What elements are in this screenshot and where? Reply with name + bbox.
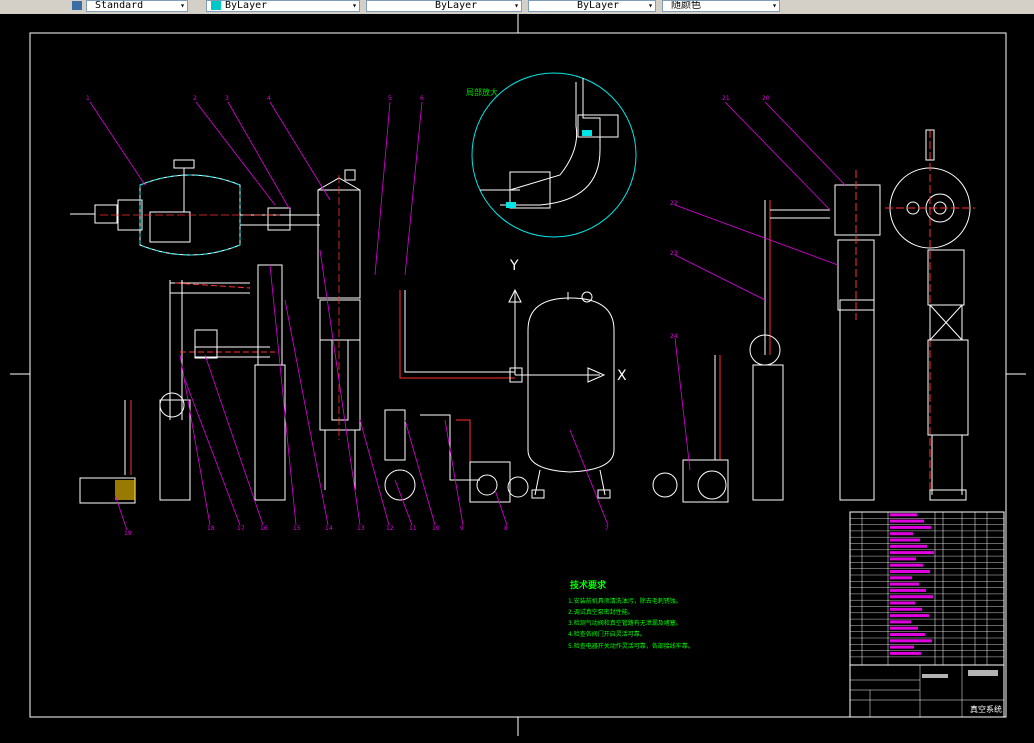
axis-x-label: X	[617, 368, 627, 384]
parts-row-text	[890, 519, 924, 523]
title-block-name: 真空系统	[970, 704, 1002, 714]
callout-1: 1	[86, 95, 90, 102]
callout-14: 14	[325, 525, 333, 532]
detail-title: 局部放大	[466, 87, 498, 97]
tech-req-1: 1.安装前机具须清洗油污，除去毛刺锈蚀。	[568, 597, 682, 605]
chevron-down-icon: ▾	[180, 1, 185, 10]
parts-row-text	[890, 525, 931, 529]
parts-row-text	[890, 544, 927, 548]
chevron-down-icon: ▾	[772, 1, 777, 10]
callout-5: 5	[388, 95, 392, 102]
chevron-down-icon: ▾	[352, 1, 357, 10]
parts-row-text	[890, 551, 934, 555]
callout-24: 24	[670, 333, 678, 340]
parts-row-text	[890, 532, 913, 536]
parts-row-text	[890, 595, 933, 599]
vacuum-vessel	[70, 159, 320, 256]
receiver-tank: Y X	[508, 258, 627, 499]
text-style-icon[interactable]	[72, 1, 82, 10]
equipment	[79, 170, 881, 504]
callout-20: 20	[762, 95, 770, 102]
tech-req-2: 2.调试真空泵密封性能。	[568, 608, 634, 616]
tech-req-4: 4.检查各阀门开启灵活可靠。	[568, 630, 646, 638]
callout-15: 15	[293, 525, 301, 532]
right-vessel	[885, 129, 975, 501]
linetype-value: ByLayer	[435, 0, 478, 11]
callout-2: 2	[193, 95, 197, 102]
properties-toolbar: Standard ▾ ByLayer ▾ ByLayer ▾ ByLayer ▾…	[0, 0, 1034, 15]
callout-12: 12	[386, 525, 394, 532]
callout-22: 22	[670, 200, 678, 207]
layer-value: ByLayer	[225, 0, 268, 11]
callout-13: 13	[357, 525, 365, 532]
parts-row-text	[890, 614, 929, 618]
parts-row-text	[890, 620, 911, 624]
title-block: 真空系统	[849, 664, 1005, 718]
parts-row-text	[890, 513, 917, 517]
callout-6: 6	[420, 95, 424, 102]
technical-requirements: 技术要求 1.安装前机具须清洗油污，除去毛刺锈蚀。 2.调试真空泵密封性能。 3…	[568, 579, 694, 650]
chevron-down-icon: ▾	[514, 1, 519, 10]
cad-drawing: 局部放大	[10, 14, 1026, 736]
text-style-dropdown[interactable]: Standard ▾	[86, 0, 188, 12]
callout-23: 23	[670, 250, 678, 257]
callout-19: 19	[124, 530, 132, 537]
tech-req-3: 3.检测气动阀和真空管路有无泄漏及堵塞。	[568, 619, 682, 627]
callout-4: 4	[267, 95, 271, 102]
parts-row-text	[890, 557, 916, 561]
parts-row-text	[890, 645, 914, 649]
lineweight-dropdown[interactable]: ByLayer ▾	[528, 0, 656, 12]
layer-dropdown[interactable]: ByLayer ▾	[206, 0, 360, 12]
axis-y-label: Y	[509, 258, 519, 274]
tech-req-5: 5.检查电器开关动作灵活可靠，各部接线牢靠。	[568, 642, 694, 650]
callout-10: 10	[432, 525, 440, 532]
callout-9: 9	[460, 525, 464, 532]
callout-leaders	[89, 101, 846, 531]
parts-row-text	[890, 626, 918, 630]
detail-view: 局部放大	[466, 72, 637, 238]
color-dropdown[interactable]: 随颜色 ▾	[662, 0, 780, 12]
parts-row-text	[890, 582, 919, 586]
parts-row-text	[890, 633, 925, 636]
parts-row-text	[890, 639, 932, 643]
callout-18: 18	[207, 525, 215, 532]
parts-row-text	[890, 651, 921, 655]
linetype-dropdown[interactable]: ByLayer ▾	[366, 0, 522, 12]
parts-row-text	[890, 538, 920, 542]
parts-row-text	[890, 563, 923, 567]
drawing-canvas[interactable]: 局部放大	[0, 14, 1034, 739]
parts-row-text	[890, 588, 926, 592]
filter-column	[317, 169, 361, 490]
color-value: 随颜色	[671, 0, 701, 11]
callout-16: 16	[260, 525, 268, 532]
parts-row-text	[890, 601, 915, 605]
callout-numbers: 1 2 3 4 5 6 21 20 22 23 24 19 18 17 16 1…	[86, 95, 770, 537]
pipelines	[124, 200, 830, 481]
layer-color-icon	[211, 1, 221, 10]
parts-row-text	[890, 570, 930, 573]
callout-3: 3	[225, 95, 229, 102]
callout-7: 7	[605, 525, 609, 532]
callout-11: 11	[409, 525, 417, 532]
lineweight-value: ByLayer	[577, 0, 620, 11]
callout-21: 21	[722, 95, 730, 102]
text-style-value: Standard	[95, 0, 144, 11]
parts-row-text	[890, 607, 922, 611]
tech-req-title: 技术要求	[570, 579, 607, 591]
callout-8: 8	[504, 525, 508, 532]
parts-row-text	[890, 576, 912, 580]
chevron-down-icon: ▾	[648, 1, 653, 10]
parts-list	[849, 511, 1005, 666]
callout-17: 17	[237, 525, 245, 532]
